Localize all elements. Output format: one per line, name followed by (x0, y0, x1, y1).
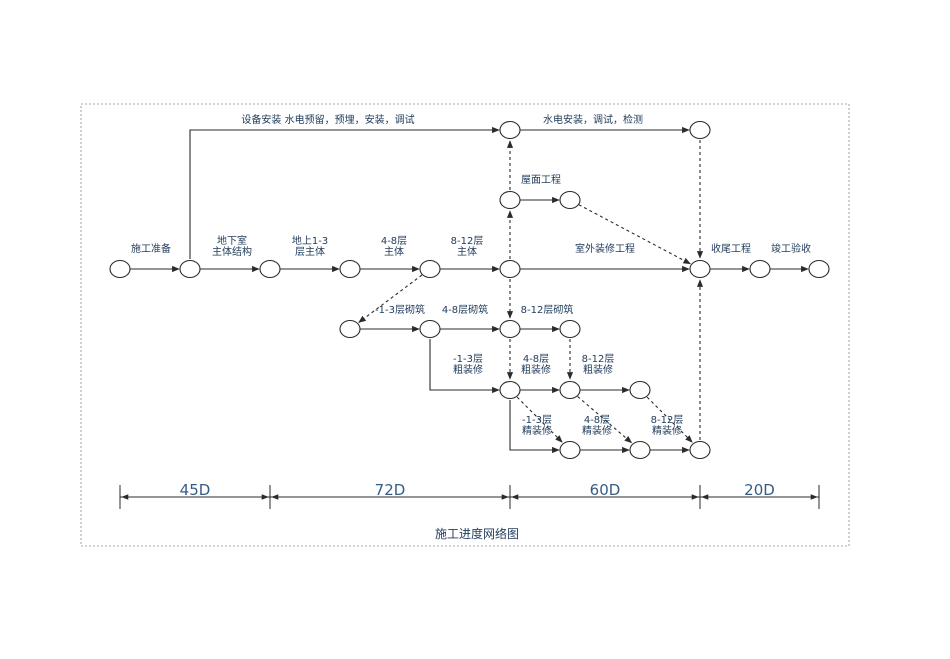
dummy-dependency-arrow-c3-f3 (646, 396, 693, 443)
activity-label-f1-f2: 4-8层精装修 (582, 414, 612, 437)
event-nodes (109, 120, 830, 460)
activity-label-c2-c3: 8-12层粗装修 (582, 353, 615, 376)
activity-label-n4-n5: 4-8层主体 (381, 235, 407, 258)
event-node-f3 (689, 440, 711, 460)
event-node-c2 (559, 380, 581, 400)
activity-label-m2-m3: 4-8层砌筑 (442, 303, 488, 316)
activity-label-n8-n9: 收尾工程 (711, 242, 751, 255)
activity-arrow-c1-f1 (509, 400, 560, 454)
activity-label-n6-n8: 室外装修工程 (575, 242, 635, 255)
activity-label-m1-m2: -1-3层砌筑 (375, 303, 425, 316)
event-node-r1 (499, 190, 521, 210)
event-node-n4 (339, 259, 361, 279)
diagram-border (80, 103, 850, 547)
event-node-n1 (109, 259, 131, 279)
activity-label-m2-c1: -1-3层粗装修 (453, 353, 483, 376)
activity-label-t1-t2: 水电安装，调试，检测 (543, 113, 643, 126)
event-node-n3 (259, 259, 281, 279)
event-node-n8 (689, 259, 711, 279)
activity-label-n2-t1: 设备安装 水电预留，预埋，安装，调试 (241, 113, 414, 126)
activity-label-n2-n3: 地下室主体结构 (212, 234, 252, 258)
event-node-c3 (629, 380, 651, 400)
event-node-c1 (499, 380, 521, 400)
event-node-n9 (749, 259, 771, 279)
event-node-f2 (629, 440, 651, 460)
event-node-r2 (559, 190, 581, 210)
duration-label-0: 45D (180, 481, 211, 499)
event-node-n10 (808, 259, 830, 279)
duration-timeline: 45D 72D 60D 20D (119, 481, 820, 509)
activity-label-n1-n2: 施工准备 (131, 242, 171, 255)
activity-arrows (130, 126, 809, 454)
activity-label-f2-f3: 8-12层精装修 (651, 414, 684, 437)
event-node-n6 (499, 259, 521, 279)
activity-arrow-m2-c1 (429, 339, 500, 394)
activity-arrow-n2-t1 (189, 126, 500, 259)
event-node-m4 (559, 319, 581, 339)
activity-label-r1-r2: 屋面工程 (521, 174, 561, 186)
event-node-m1 (339, 319, 361, 339)
dummy-dependency-arrow-n5-m1 (358, 274, 423, 323)
event-node-n2 (179, 259, 201, 279)
duration-label-1: 72D (375, 481, 406, 499)
activity-label-c1-c2: 4-8层粗装修 (521, 353, 551, 376)
dummy-dependency-arrow-c1-f1 (516, 396, 563, 443)
event-node-f1 (559, 440, 581, 460)
duration-label-2: 60D (590, 481, 621, 499)
activity-label-n9-n10: 竣工验收 (771, 242, 811, 255)
duration-label-3: 20D (744, 481, 775, 499)
event-node-m3 (499, 319, 521, 339)
activity-label-m3-m4: 8-12层砌筑 (521, 303, 574, 316)
diagram-title: 施工进度网络图 (435, 526, 519, 541)
event-node-n5 (419, 259, 441, 279)
event-node-t2 (689, 120, 711, 140)
activity-label-c1-f1: -1-3层精装修 (522, 414, 552, 437)
activity-label-n5-n6: 8-12层主体 (451, 235, 484, 258)
event-node-m2 (419, 319, 441, 339)
event-node-t1 (499, 120, 521, 140)
